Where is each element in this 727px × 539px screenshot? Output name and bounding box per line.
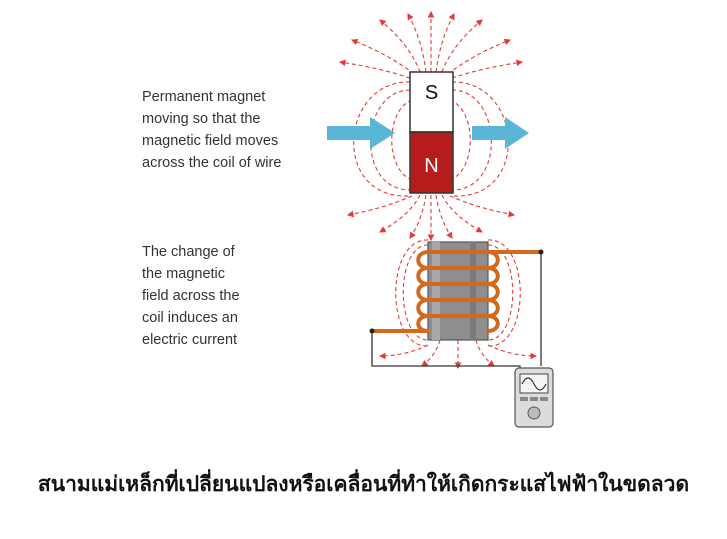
- magnet-description-line: across the coil of wire: [142, 155, 282, 171]
- wire-junction: [369, 328, 375, 334]
- wire-junction: [538, 249, 544, 255]
- south-pole-label: S: [425, 82, 438, 104]
- coil-description: The change of the magnetic field across …: [142, 241, 240, 351]
- magnet-description-line: magnetic field moves: [142, 133, 279, 149]
- coil-windings: [370, 250, 543, 333]
- magnet-description: Permanent magnet moving so that the magn…: [142, 86, 281, 174]
- magnet-north-pole: [409, 131, 454, 194]
- magnet-field-lines: [338, 10, 524, 242]
- right-arrow-icon: [472, 117, 529, 149]
- north-pole-label: N: [424, 155, 438, 177]
- coil-description-line: the magnetic: [142, 266, 226, 282]
- oscilloscope-meter-icon: [514, 367, 554, 428]
- coil-description-line: The change of: [142, 244, 235, 260]
- magnet-description-line: Permanent magnet: [142, 89, 266, 105]
- magnet-description-line: moving so that the: [142, 111, 261, 127]
- right-arrow-icon: [327, 117, 395, 149]
- bar-magnet: S N: [409, 71, 454, 194]
- coil-description-line: field across the: [142, 288, 240, 304]
- coil-core: [427, 241, 489, 341]
- coil-description-line: electric current: [142, 332, 238, 348]
- coil-field-lines: [378, 239, 538, 370]
- magnet-south-pole: [409, 71, 454, 133]
- caption: สนามแม่เหล็กที่เปลี่ยนแปลงหรือเคลื่อนที่…: [37, 472, 690, 496]
- coil-description-line: coil induces an: [142, 310, 238, 326]
- induction-diagram: S N: [327, 10, 554, 428]
